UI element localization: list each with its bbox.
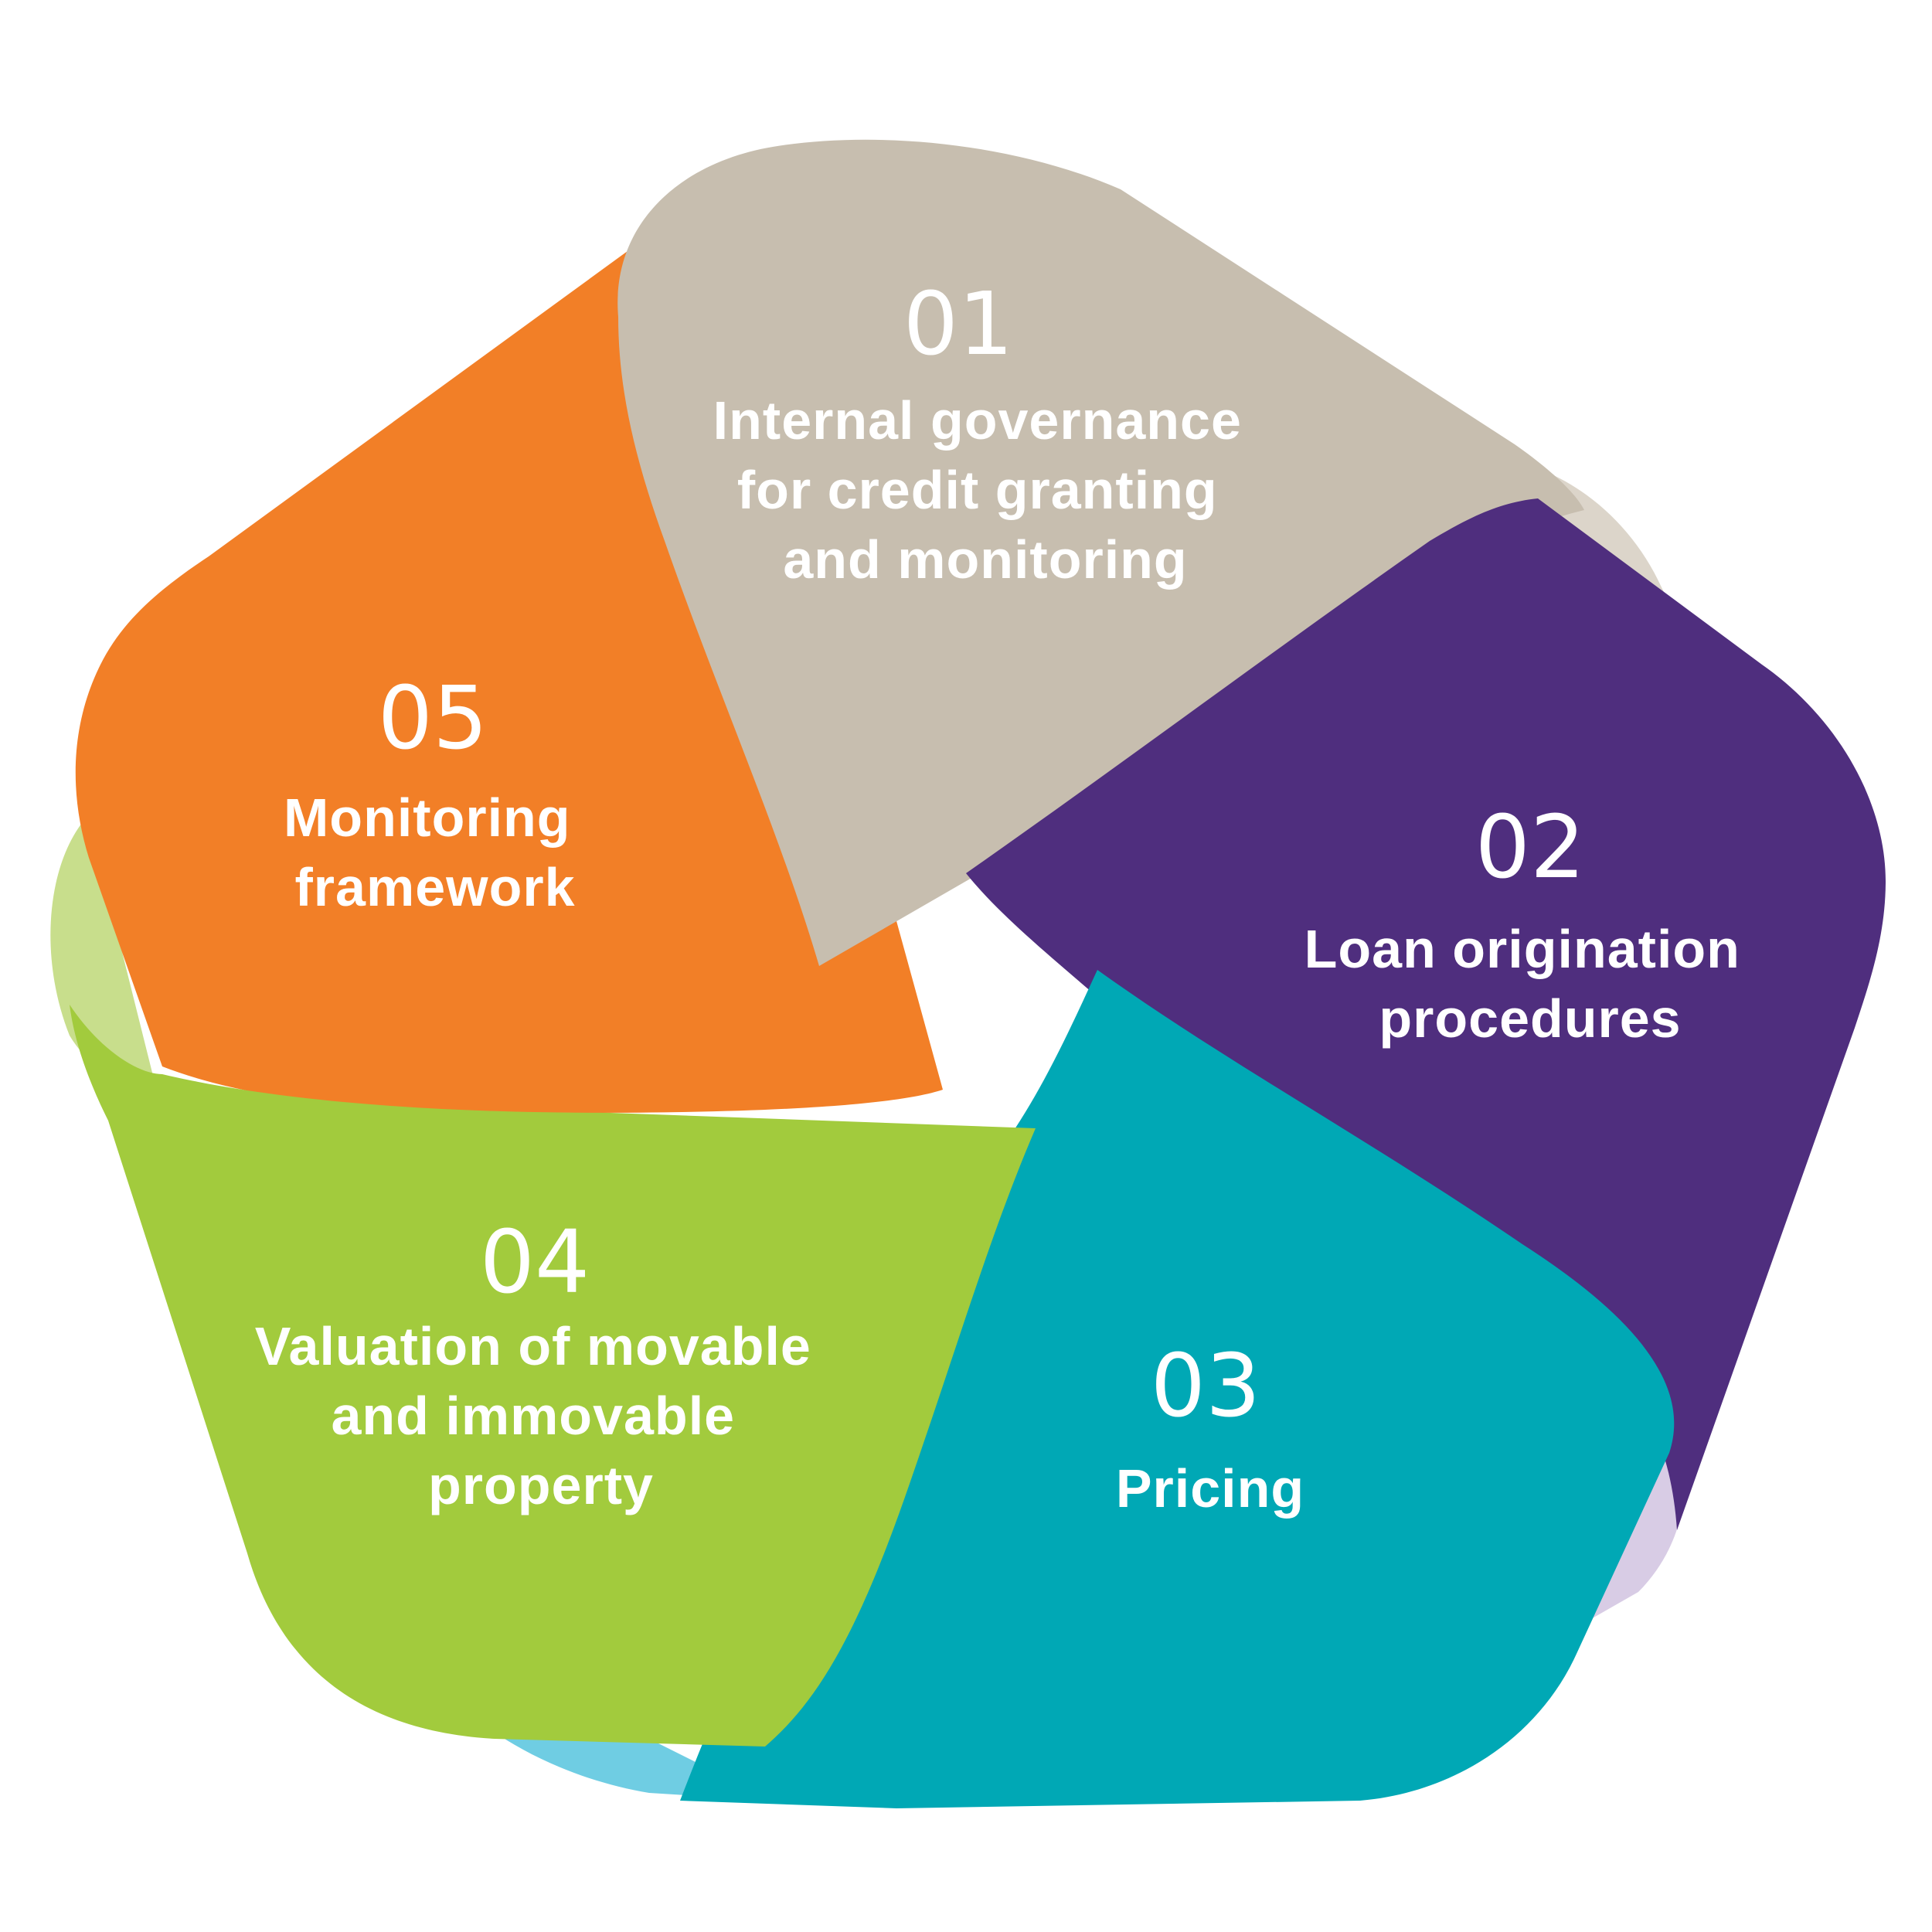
segment-04-label-line: and immovable: [331, 1386, 735, 1446]
segment-01-label-line: Internal governance: [713, 390, 1242, 451]
segment-01-label-line: for credit granting: [737, 460, 1218, 520]
segment-02-label: Loan origination procedures: [1304, 919, 1757, 1049]
segment-04-band: [70, 1005, 1036, 1747]
segment-01-band: [617, 139, 1585, 967]
segment-02-band: [966, 498, 1886, 1530]
segment-04-label-line: property: [428, 1455, 654, 1515]
segment-04-number: 04: [480, 1213, 590, 1313]
segment-03-band: [680, 970, 1675, 1808]
segment-05-label-line: framework: [294, 857, 575, 917]
segment-05-label: Monitoring framework: [284, 787, 587, 917]
segment-03-number: 03: [1151, 1336, 1261, 1437]
segment-03-label: Pricing: [1116, 1458, 1304, 1519]
segment-01-text: 01 Internal governance for credit granti…: [713, 274, 1258, 590]
segment-02-text: 02 Loan origination procedures: [1304, 798, 1757, 1049]
segment-04-label-line: Valuation of movable: [255, 1316, 811, 1376]
segment-05-text: 05 Monitoring framework: [284, 668, 587, 917]
segment-02-label-line: procedures: [1379, 988, 1681, 1049]
segment-05-number: 05: [378, 668, 488, 769]
segment-01-label-line: and monitoring: [783, 529, 1187, 590]
segment-01-label: Internal governance for credit granting …: [713, 390, 1258, 590]
segment-02-label-line: Loan origination: [1304, 919, 1740, 979]
segment-04-label: Valuation of movable and immovable prope…: [255, 1316, 828, 1515]
segment-01-number: 01: [903, 274, 1014, 375]
segment-03-text: 03 Pricing: [1116, 1336, 1304, 1519]
bands: [70, 139, 1886, 1808]
segment-03-label-line: Pricing: [1116, 1458, 1304, 1519]
segment-02-number: 02: [1475, 798, 1586, 898]
segment-05-label-line: Monitoring: [284, 787, 571, 848]
segment-04-text: 04 Valuation of movable and immovable pr…: [255, 1213, 828, 1515]
